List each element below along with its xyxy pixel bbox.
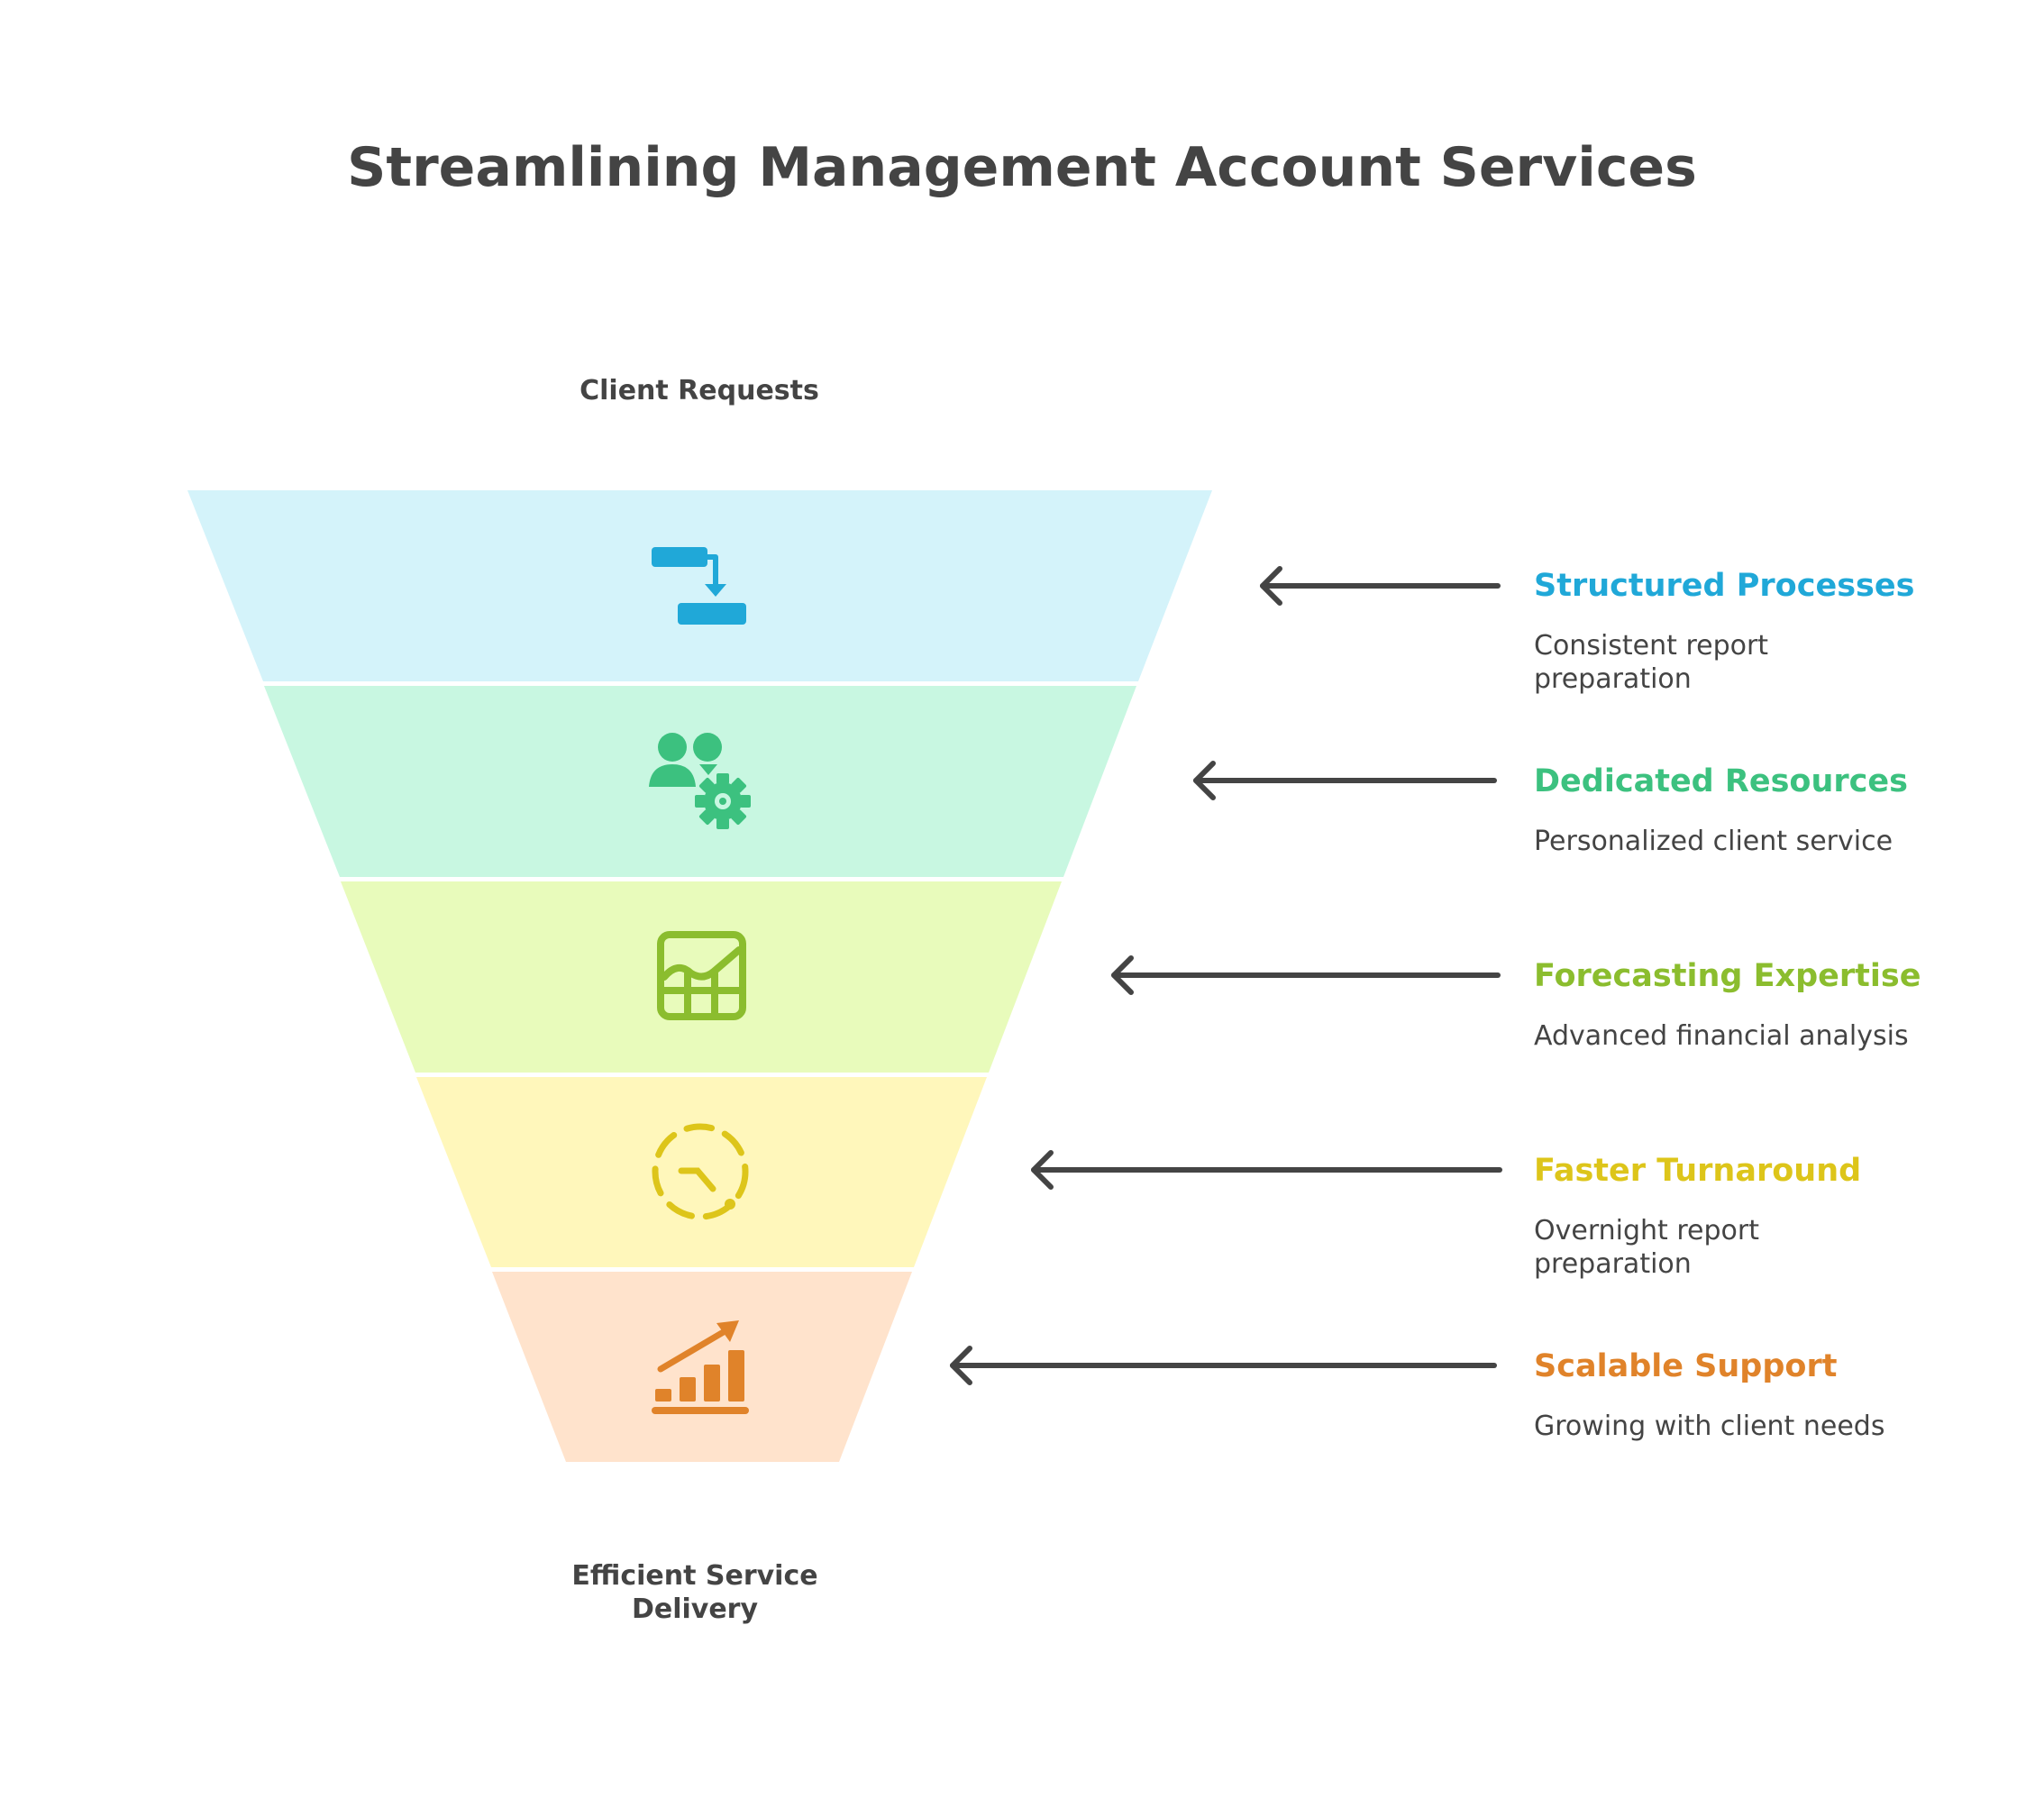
step-5-description: Growing with client needs — [1534, 1411, 1885, 1442]
team-gear-icon — [649, 733, 751, 829]
step-1-title: Structured Processes — [1534, 568, 1915, 604]
arrow-step-2 — [1193, 761, 1497, 800]
step-2-description: Personalized client service — [1534, 826, 1893, 857]
funnel-output-label: Efficient Service Delivery — [571, 1560, 818, 1625]
funnel-layer-1 — [187, 490, 1212, 681]
step-1-text: Structured Processes Consistent report p… — [1534, 566, 2003, 696]
step-3-text: Forecasting Expertise Advanced financial… — [1534, 956, 2003, 1053]
funnel-layer-5 — [492, 1272, 912, 1462]
arrow-step-1 — [1260, 566, 1501, 606]
arrow-step-5 — [950, 1346, 1497, 1385]
diagram-title: Streamlining Management Account Services — [347, 136, 1697, 199]
funnel-input-label: Client Requests — [579, 375, 819, 406]
step-2-text: Dedicated Resources Personalized client … — [1534, 762, 2003, 858]
chart-grid-icon — [657, 931, 746, 1020]
arrow-step-3 — [1111, 955, 1501, 995]
step-4-description: Overnight report preparation — [1534, 1215, 1759, 1280]
growth-chart-icon — [652, 1320, 749, 1414]
arrow-step-4 — [1031, 1150, 1502, 1190]
process-flow-icon — [652, 547, 746, 625]
step-5-text: Scalable Support Growing with client nee… — [1534, 1347, 2003, 1443]
step-3-description: Advanced financial analysis — [1534, 1020, 1909, 1052]
step-2-title: Dedicated Resources — [1534, 763, 1908, 799]
step-3-title: Forecasting Expertise — [1534, 958, 1921, 994]
step-4-title: Faster Turnaround — [1534, 1153, 1862, 1189]
step-1-description: Consistent report preparation — [1534, 630, 1769, 695]
step-5-title: Scalable Support — [1534, 1348, 1838, 1384]
fast-clock-icon — [652, 1123, 749, 1220]
funnel-layer-2 — [264, 686, 1136, 877]
step-4-text: Faster Turnaround Overnight report prepa… — [1534, 1151, 2003, 1281]
